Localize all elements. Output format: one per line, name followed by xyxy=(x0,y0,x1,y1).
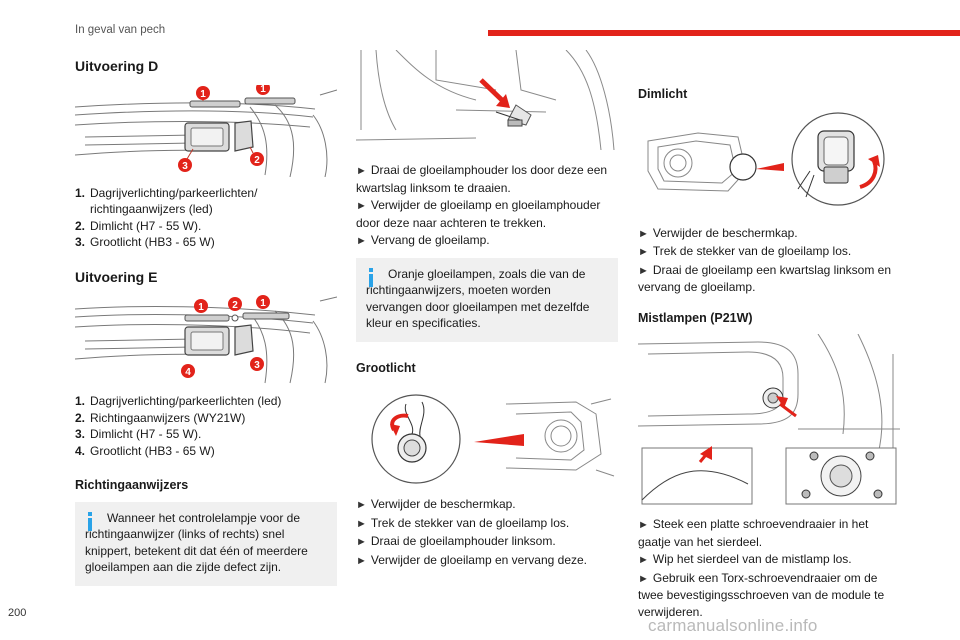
callout-2 xyxy=(250,151,264,166)
list-item: 2.Richtingaanwijzers (WY21W) xyxy=(75,410,246,425)
step-item: ►Verwijder de gloeilamp en vervang deze. xyxy=(356,552,588,567)
info-box-indicators: Wanneer het controlelampje voor de richt… xyxy=(75,501,337,586)
info-box-orange-bulbs: Oranje gloeilampen, zoals die van de ric… xyxy=(356,257,618,342)
callout-4 xyxy=(181,364,195,378)
callout-3 xyxy=(250,357,264,371)
info-icon xyxy=(85,511,95,532)
callout-1b xyxy=(256,295,270,309)
step-item: ►Verwijder de beschermkap. xyxy=(638,225,798,240)
watermark: carmanualsonline.info xyxy=(648,616,818,635)
callout-2-label: 2 xyxy=(232,300,238,311)
steps-fog-lamps: ►Steek een platte schroevendraaier in he… xyxy=(638,516,900,620)
info-text: Oranje gloeilampen, zoals die van de ric… xyxy=(366,266,590,331)
callout-1a-label: 1 xyxy=(198,302,204,313)
callout-2-label: 2 xyxy=(254,155,260,166)
step-item: ►Verwijder de gloeilamp en gloeilamphoud… xyxy=(356,198,601,230)
running-header: In geval van pech xyxy=(75,24,166,36)
column-middle: ►Draai de gloeilamphouder los door deze … xyxy=(356,50,618,570)
list-item: 1.Dagrijverlichting/parkeerlichten (led) xyxy=(75,394,282,408)
list-item: 1.Dagrijverlichting/parkeerlichten/ rich… xyxy=(75,185,258,217)
step-item: ►Draai de gloeilamphouder linksom. xyxy=(356,534,556,548)
heading-indicators: Richtingaanwijzers xyxy=(75,478,189,492)
legend-version-d: 1.Dagrijverlichting/parkeerlichten/ rich… xyxy=(75,185,337,251)
step-item: ►Draai de gloeilamphouder los door deze … xyxy=(356,163,608,195)
callout-1a xyxy=(196,85,210,100)
callout-1b-label: 1 xyxy=(260,298,266,309)
column-right: Dimlicht ►Verwijder de beschermkap. ►Tre… xyxy=(638,86,900,621)
info-icon xyxy=(366,267,376,288)
callout-4-label: 4 xyxy=(185,367,191,378)
heading-version-d: Uitvoering D xyxy=(75,58,159,74)
steps-bulb-holder: ►Draai de gloeilamphouder los door deze … xyxy=(356,162,618,250)
header-accent-bar xyxy=(488,30,960,36)
list-item: 4.Grootlicht (HB3 - 65 W) xyxy=(75,443,215,458)
info-text: Wanneer het controlelampje voor de richt… xyxy=(85,510,308,575)
page-number: 200 xyxy=(8,607,27,619)
step-item: ►Gebruik een Torx-schroevendraaier om de… xyxy=(638,570,885,619)
steps-high-beam: ►Verwijder de beschermkap. ►Trek de stek… xyxy=(356,496,618,569)
step-item: ►Vervang de gloeilamp. xyxy=(356,233,490,247)
callout-1a xyxy=(194,299,208,313)
list-item: 2.Dimlicht (H7 - 55 W). xyxy=(75,218,202,233)
legend-version-e: 1.Dagrijverlichting/parkeerlichten (led)… xyxy=(75,393,337,459)
callout-1b-label: 1 xyxy=(260,85,266,95)
illustration-high-beam xyxy=(371,394,615,484)
illustration-bulb-holder xyxy=(356,50,615,150)
step-item: ►Verwijder de beschermkap. xyxy=(356,497,516,511)
heading-dipped-beam: Dimlicht xyxy=(638,87,688,101)
illustration-version-d: 1 1 2 3 xyxy=(75,84,337,177)
callout-3-label: 3 xyxy=(254,360,260,371)
step-item: ►Trek de stekker van de gloeilamp los. xyxy=(356,515,570,530)
column-left: Uitvoering D 1 1 2 3 1.Dagrij xyxy=(75,58,337,586)
callout-3 xyxy=(178,157,192,172)
step-item: ►Steek een platte schroevendraaier in he… xyxy=(638,517,869,549)
step-item: ►Trek de stekker van de gloeilamp los. xyxy=(638,244,852,258)
heading-fog-lamps: Mistlampen (P21W) xyxy=(638,310,753,325)
illustration-dipped-beam xyxy=(647,111,885,206)
list-item: 3.Grootlicht (HB3 - 65 W) xyxy=(75,235,215,249)
callout-1b xyxy=(256,84,270,95)
callout-2 xyxy=(228,297,242,311)
step-item: ►Wip het sierdeel van de mistlamp los. xyxy=(638,552,852,566)
callout-3-label: 3 xyxy=(182,161,188,172)
heading-high-beam: Grootlicht xyxy=(356,360,416,375)
heading-version-e: Uitvoering E xyxy=(75,268,158,285)
list-item: 3.Dimlicht (H7 - 55 W). xyxy=(75,427,202,441)
callout-1a-label: 1 xyxy=(200,89,206,100)
step-item: ►Draai de gloeilamp een kwartslag linkso… xyxy=(638,262,892,295)
steps-dipped-beam: ►Verwijder de beschermkap. ►Trek de stek… xyxy=(638,225,900,296)
illustration-fog-lamps xyxy=(638,334,900,505)
illustration-version-e: 1 2 1 3 4 xyxy=(75,295,337,384)
